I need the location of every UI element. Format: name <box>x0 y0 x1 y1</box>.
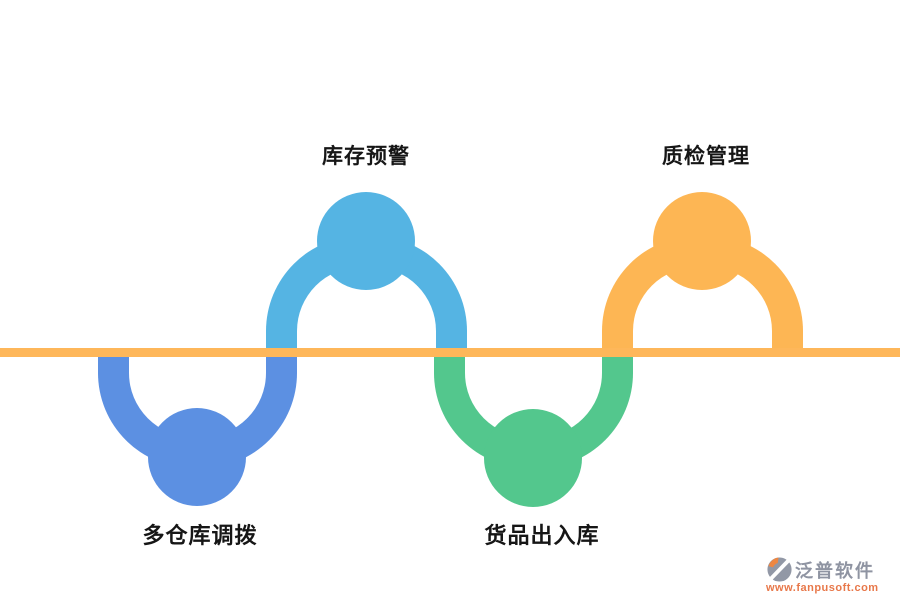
node-label-quality-inspection: 质检管理 <box>662 145 750 168</box>
watermark: 泛普软件 www.fanpusoft.com <box>764 554 892 594</box>
node-circle-quality-inspection <box>653 192 751 290</box>
watermark-brand-text: 泛普软件 <box>795 560 875 581</box>
node-label-inventory-warning: 库存预警 <box>322 145 410 168</box>
fanpu-logo-icon <box>764 554 795 585</box>
node-label-goods-in-out: 货品出入库 <box>484 523 600 548</box>
node-label-multi-warehouse-transfer: 多仓库调拨 <box>142 523 258 548</box>
node-circle-multi-warehouse-transfer <box>148 408 246 506</box>
timeline-axis <box>0 348 900 357</box>
node-circle-inventory-warning <box>317 192 415 290</box>
node-circle-goods-in-out <box>484 409 582 507</box>
watermark-url-text: www.fanpusoft.com <box>766 582 879 594</box>
